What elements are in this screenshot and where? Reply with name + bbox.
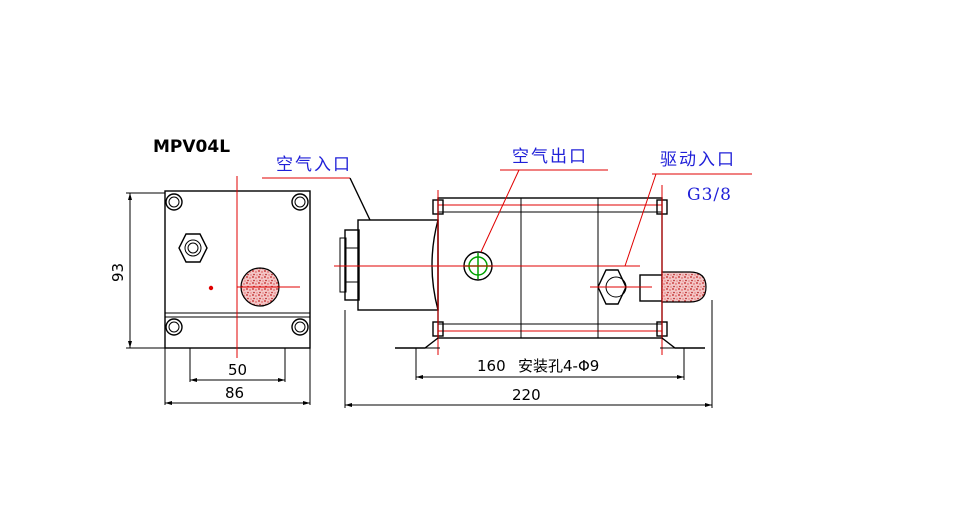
air-outlet-label: 空气出口	[512, 147, 588, 167]
model-label: MPV04L	[153, 137, 230, 157]
front-view: 160 安装孔4-Φ9 220	[334, 185, 713, 408]
center-mark-icon	[208, 285, 214, 291]
dim-total-length: 220	[512, 386, 541, 404]
hex-port-icon	[178, 233, 208, 263]
dim-mount-holes: 安装孔4-Φ9	[518, 357, 599, 375]
muffler-icon	[639, 271, 707, 303]
drive-thread-label: G3/8	[687, 185, 732, 205]
drive-inlet-label: 驱动入口	[660, 150, 736, 170]
dim-hole-spacing-front: 160	[477, 357, 506, 375]
dim-height: 93	[109, 263, 127, 282]
dim-width-side: 86	[225, 384, 244, 402]
dim-hole-spacing-side: 50	[228, 361, 247, 379]
side-view: 50 86 93	[109, 176, 311, 405]
callout-air-outlet: 空气出口	[480, 147, 608, 253]
corner-bolt-icon	[291, 193, 309, 211]
inlet-cap	[357, 219, 439, 311]
pump-body	[437, 197, 663, 339]
callout-drive-inlet: 驱动入口 G3/8	[624, 150, 752, 267]
air-inlet-label: 空气入口	[276, 155, 352, 175]
corner-bolt-icon	[291, 318, 309, 336]
callout-air-inlet: 空气入口	[262, 155, 371, 221]
corner-bolt-icon	[165, 318, 183, 336]
corner-bolt-icon	[165, 193, 183, 211]
